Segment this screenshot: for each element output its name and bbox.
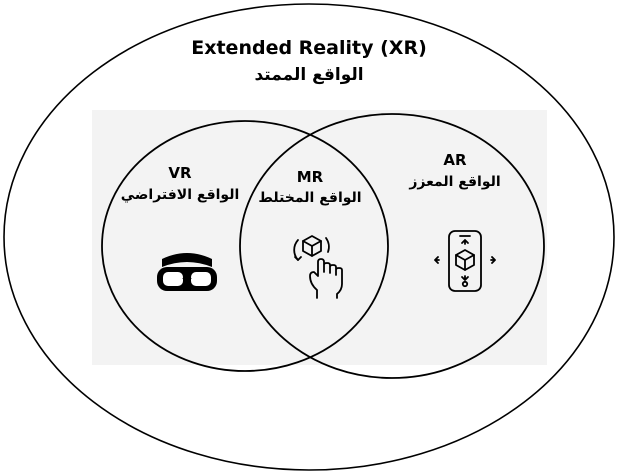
- inner-background-panel: [92, 110, 547, 365]
- vr-headset-icon: [157, 253, 217, 291]
- xr-title-arabic: الواقع الممتد: [254, 65, 364, 85]
- mr-label-arabic: الواقع المختلط: [258, 190, 362, 206]
- xr-title-english: Extended Reality (XR): [191, 37, 427, 59]
- smartphone-ar-cube-icon: [434, 230, 496, 292]
- mixed-reality-hand-cube-icon: [293, 235, 343, 299]
- vr-label-english: VR: [168, 164, 192, 182]
- ar-label-english: AR: [443, 151, 467, 169]
- ar-label-arabic: الواقع المعزز: [409, 174, 501, 190]
- vr-label-arabic: الواقع الافتراضي: [120, 187, 240, 203]
- xr-outer-ellipse: [3, 3, 615, 471]
- mr-label-english: MR: [296, 168, 324, 186]
- vr-circle: [101, 120, 389, 372]
- ar-circle: [239, 113, 545, 379]
